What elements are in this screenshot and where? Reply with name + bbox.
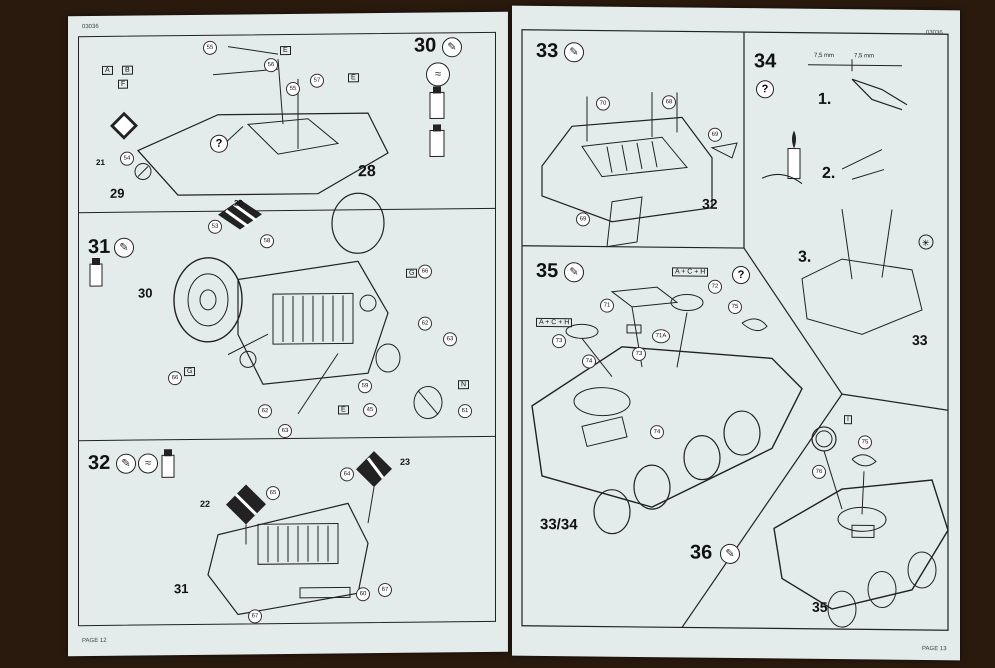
step33-drawing: [541, 92, 738, 248]
step36-drawing: [773, 426, 949, 628]
step34-drawing: ✳: [761, 59, 934, 335]
part-number: 76: [812, 464, 826, 479]
assembly-number: 31: [174, 581, 189, 597]
instruction-page-left: 03036 PAGE 12 30 ✎ ≈ ? 28 55 56 55: [68, 11, 508, 657]
right-page-frames: [521, 29, 949, 631]
instruction-page-right: 03036 PAGE 13 33 ✎ 70 68 69 69 32 34 ? 7…: [512, 5, 960, 661]
part-number: 22: [200, 498, 211, 509]
step32-drawing: [161, 449, 392, 616]
part-number: 23: [400, 456, 411, 467]
part-number: 75: [858, 435, 872, 450]
part-number: 67: [378, 582, 392, 598]
part-number: 67: [248, 609, 262, 624]
part-number: 60: [356, 587, 370, 602]
svg-text:✳: ✳: [922, 238, 930, 248]
part-number: 64: [340, 467, 354, 482]
step31-drawing: [89, 257, 443, 420]
part-number: 65: [266, 486, 280, 501]
assembly-number: 35: [812, 598, 828, 615]
step35-drawing: [531, 286, 803, 535]
